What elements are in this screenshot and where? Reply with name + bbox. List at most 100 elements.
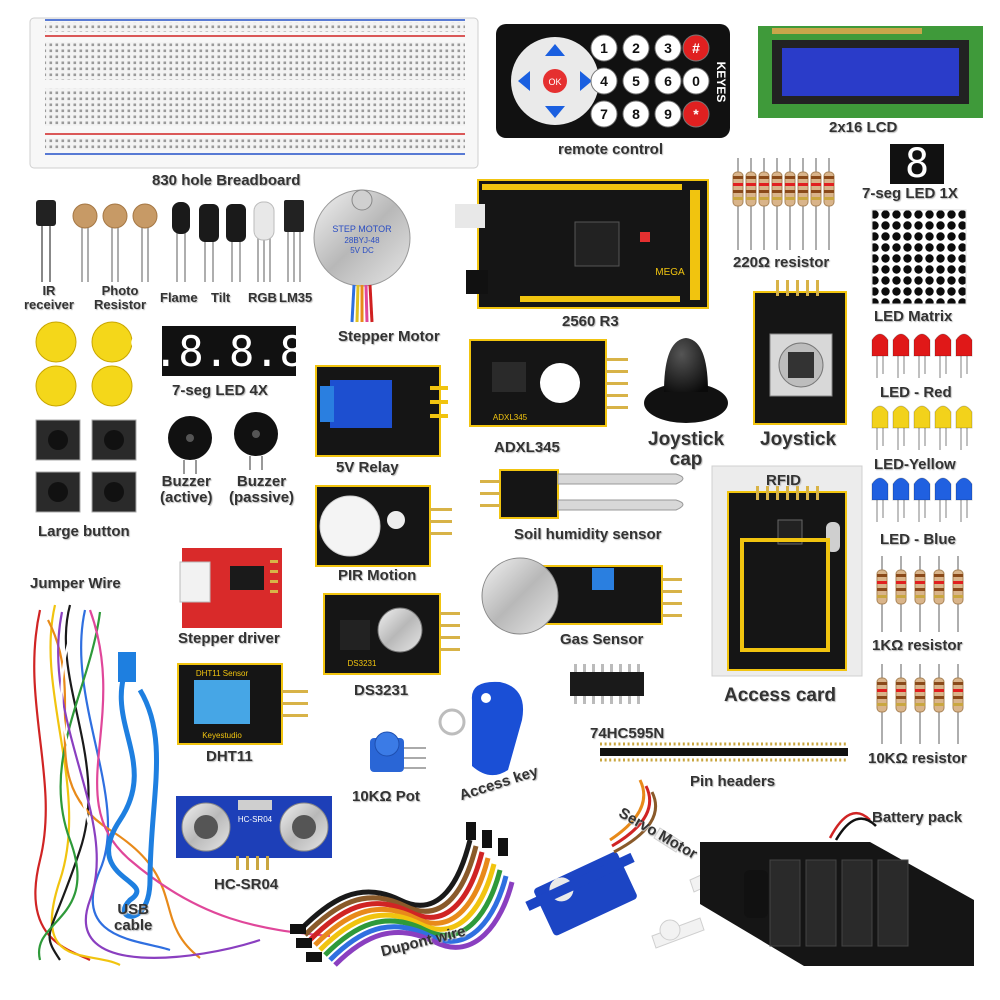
buzzer-active-line1: Buzzer <box>161 473 211 490</box>
jumper-wire-label: Jumper Wire <box>30 575 121 592</box>
joystick-cap-label: Joystick cap <box>648 430 724 470</box>
resistors-1k <box>876 556 964 632</box>
resistor-band <box>915 682 925 685</box>
seg1-digit: 8 <box>905 141 929 187</box>
resistor-band <box>934 696 944 699</box>
chip-74hc595n <box>570 664 644 704</box>
resistor-band <box>896 574 906 577</box>
resistor-band <box>811 183 821 186</box>
dupont-connectors <box>290 822 508 962</box>
access-card-label: Access card <box>724 685 836 706</box>
dht-silk-title: DHT11 Sensor <box>196 669 249 678</box>
resistor-band <box>934 689 944 692</box>
relay-module <box>315 365 448 457</box>
joystick-label: Joystick <box>760 429 837 450</box>
seven-segment-quad: 8.8.8.8. <box>128 326 330 376</box>
lcd-label: 2x16 LCD <box>829 119 898 136</box>
hc-sr04-module: HC-SR04 <box>176 796 332 870</box>
resistor-band <box>896 682 906 685</box>
joystick-module <box>753 280 847 425</box>
led-body <box>871 405 889 429</box>
usb-cable <box>106 658 159 919</box>
resistor-band <box>824 176 834 179</box>
resistor-band <box>896 595 906 598</box>
led-red-label: LED - Red <box>880 384 952 401</box>
resistor-band <box>877 703 887 706</box>
seg1-label: 7-seg LED 1X <box>862 185 958 202</box>
chip-label: 74HC595N <box>590 725 665 742</box>
resistor-band <box>877 696 887 699</box>
resistor-band <box>877 574 887 577</box>
photo-resistor-label: Photo Resistor <box>94 284 146 311</box>
resistor-band <box>733 197 743 200</box>
resistor-band <box>896 581 906 584</box>
relay-label: 5V Relay <box>336 459 399 476</box>
seven-segment-single: 8 <box>890 141 944 187</box>
mega-2560-board: MEGA <box>455 179 709 309</box>
stepper-motor-label: Stepper Motor <box>338 328 440 345</box>
led-body <box>955 477 973 501</box>
resistor-band <box>934 682 944 685</box>
resistor-band <box>733 190 743 193</box>
resistor-band <box>934 574 944 577</box>
remote-key <box>590 100 618 128</box>
potentiometer <box>370 731 426 772</box>
resistor-1k-label: 1KΩ resistor <box>872 637 963 654</box>
mega-label: 2560 R3 <box>562 313 619 330</box>
remote-key <box>682 100 710 128</box>
remote-key-text: 8 <box>632 106 640 122</box>
led-body <box>955 405 973 429</box>
pir-motion-module <box>315 485 452 567</box>
remote-key-text: 9 <box>664 106 672 122</box>
remote-key-text: 2 <box>632 40 640 56</box>
resistor-10k-label: 10KΩ resistor <box>868 750 967 767</box>
adxl-silk-text: ADXL345 <box>493 413 528 422</box>
ir-label-line1: IR <box>42 283 56 298</box>
resistor-band <box>915 588 925 591</box>
photo-label-line1: Photo <box>101 283 139 298</box>
rgb-label: RGB <box>248 290 277 305</box>
resistor-band <box>877 581 887 584</box>
joystick-cap-line1: Joystick <box>648 429 725 450</box>
resistor-band <box>896 689 906 692</box>
resistor-band <box>811 176 821 179</box>
rfid-label: RFID <box>766 472 801 489</box>
remote-key <box>682 34 710 62</box>
resistor-band <box>759 183 769 186</box>
resistor-band <box>915 689 925 692</box>
buzzers <box>168 412 278 474</box>
led-body <box>913 405 931 429</box>
ds3231-silk-text: DS3231 <box>348 659 377 668</box>
led-body <box>955 333 973 357</box>
joystick-cap-line2: cap <box>669 448 703 470</box>
resistors-10k <box>876 664 964 744</box>
remote-key-text: 4 <box>600 73 608 89</box>
pot-label: 10KΩ Pot <box>352 788 420 805</box>
remote-key-text: 3 <box>664 40 672 56</box>
resistor-band <box>759 190 769 193</box>
usb-label-line2: cable <box>114 916 153 934</box>
resistor-band <box>877 682 887 685</box>
hc-silk-text: HC-SR04 <box>238 815 273 824</box>
lcd-module <box>758 26 983 118</box>
remote-key-text: 6 <box>664 73 672 89</box>
resistor-band <box>772 176 782 179</box>
dupont-ribbon <box>298 839 515 967</box>
resistors-220 <box>732 158 835 250</box>
usb-cable-label: USB cable <box>114 902 152 934</box>
remote-key-text: 7 <box>600 106 608 122</box>
pin-headers <box>600 742 848 762</box>
pin-headers-label: Pin headers <box>690 773 776 790</box>
resistor-band <box>877 588 887 591</box>
resistor-band <box>953 588 963 591</box>
resistor-band <box>953 696 963 699</box>
resistor-band <box>824 190 834 193</box>
resistor-band <box>733 183 743 186</box>
resistor-band <box>896 696 906 699</box>
resistor-band <box>746 190 756 193</box>
resistor-band <box>934 703 944 706</box>
dht11-label: DHT11 <box>206 748 253 765</box>
resistor-band <box>785 197 795 200</box>
resistor-band <box>759 176 769 179</box>
